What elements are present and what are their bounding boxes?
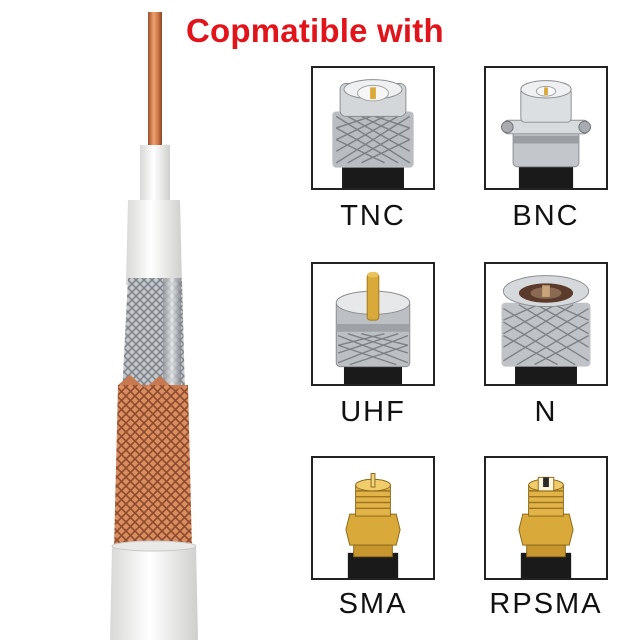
bnc-connector-tile — [484, 66, 608, 190]
rpsma-label: RPSMA — [489, 588, 603, 620]
coax-cable-image — [110, 12, 198, 640]
uhf-connector-icon — [335, 271, 411, 384]
uhf-connector-tile — [311, 262, 435, 386]
sma-connector-icon — [345, 473, 401, 578]
n-connector-icon — [501, 275, 591, 384]
bnc-label: BNC — [512, 200, 580, 232]
sma-connector-tile — [311, 456, 435, 580]
tnc-connector-icon — [332, 79, 414, 188]
page-title: Copmatible with — [186, 12, 444, 49]
rpsma-connector-icon — [518, 476, 574, 578]
n-label: N — [534, 396, 558, 428]
rpsma-connector-tile — [484, 456, 608, 580]
uhf-label: UHF — [340, 396, 406, 428]
bnc-connector-icon — [501, 80, 591, 188]
tnc-label: TNC — [340, 200, 406, 232]
n-connector-tile — [484, 262, 608, 386]
sma-label: SMA — [338, 588, 408, 620]
tnc-connector-tile — [311, 66, 435, 190]
